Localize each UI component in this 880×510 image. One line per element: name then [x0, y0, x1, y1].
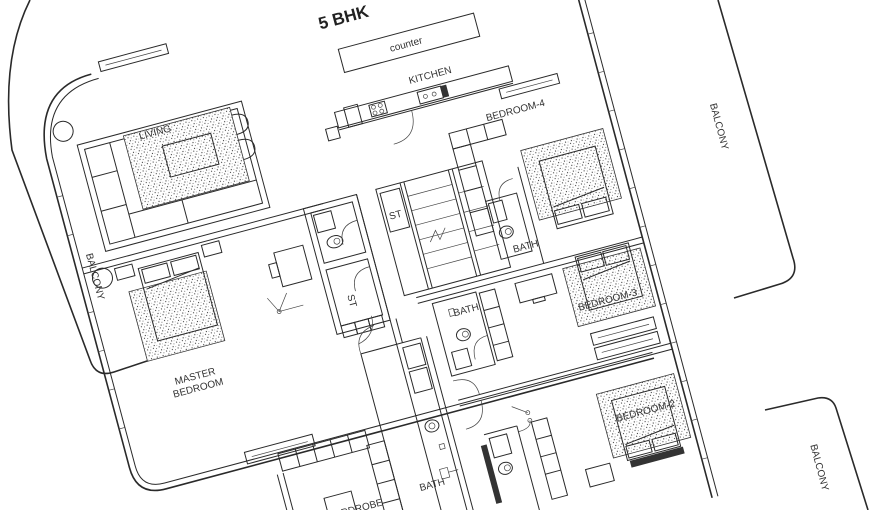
svg-text:ST: ST — [388, 209, 403, 223]
bath-bedroom2 — [480, 425, 544, 510]
bath-bedroom3: BATH — [431, 291, 496, 377]
bedroom-3: BEDROOM-3 — [478, 242, 661, 362]
balcony-right-bottom: BALCONY — [764, 396, 869, 510]
svg-text:counter: counter — [389, 35, 425, 54]
wardrobe: WARDROBE — [276, 353, 422, 510]
svg-text:BATH: BATH — [452, 302, 480, 319]
balcony-right: BALCONY — [707, 0, 796, 299]
kitchen: counter KITCHEN — [324, 12, 514, 145]
svg-text:KITCHEN: KITCHEN — [408, 65, 453, 87]
master-bath: BATH — [358, 315, 487, 510]
master-bedroom: MASTER BEDROOM — [113, 240, 313, 401]
bedroom-2: BEDROOM-2 — [511, 373, 692, 500]
svg-text:BEDROOM-4: BEDROOM-4 — [485, 98, 547, 124]
svg-text:BALCONY: BALCONY — [807, 443, 830, 492]
stair-core: ST — [375, 160, 512, 297]
building: LIVING MASTER BEDROOM — [43, 0, 719, 510]
master-bath-store: ST — [302, 193, 391, 339]
plan-title: 5 BHK — [316, 2, 371, 34]
svg-text:WARDROBE: WARDROBE — [325, 497, 385, 510]
svg-text:BALCONY: BALCONY — [83, 252, 106, 301]
svg-text:ST: ST — [344, 293, 358, 308]
living-room: LIVING — [76, 100, 271, 253]
svg-text:BALCONY: BALCONY — [707, 102, 730, 151]
balcony-left: BALCONY — [7, 0, 151, 375]
